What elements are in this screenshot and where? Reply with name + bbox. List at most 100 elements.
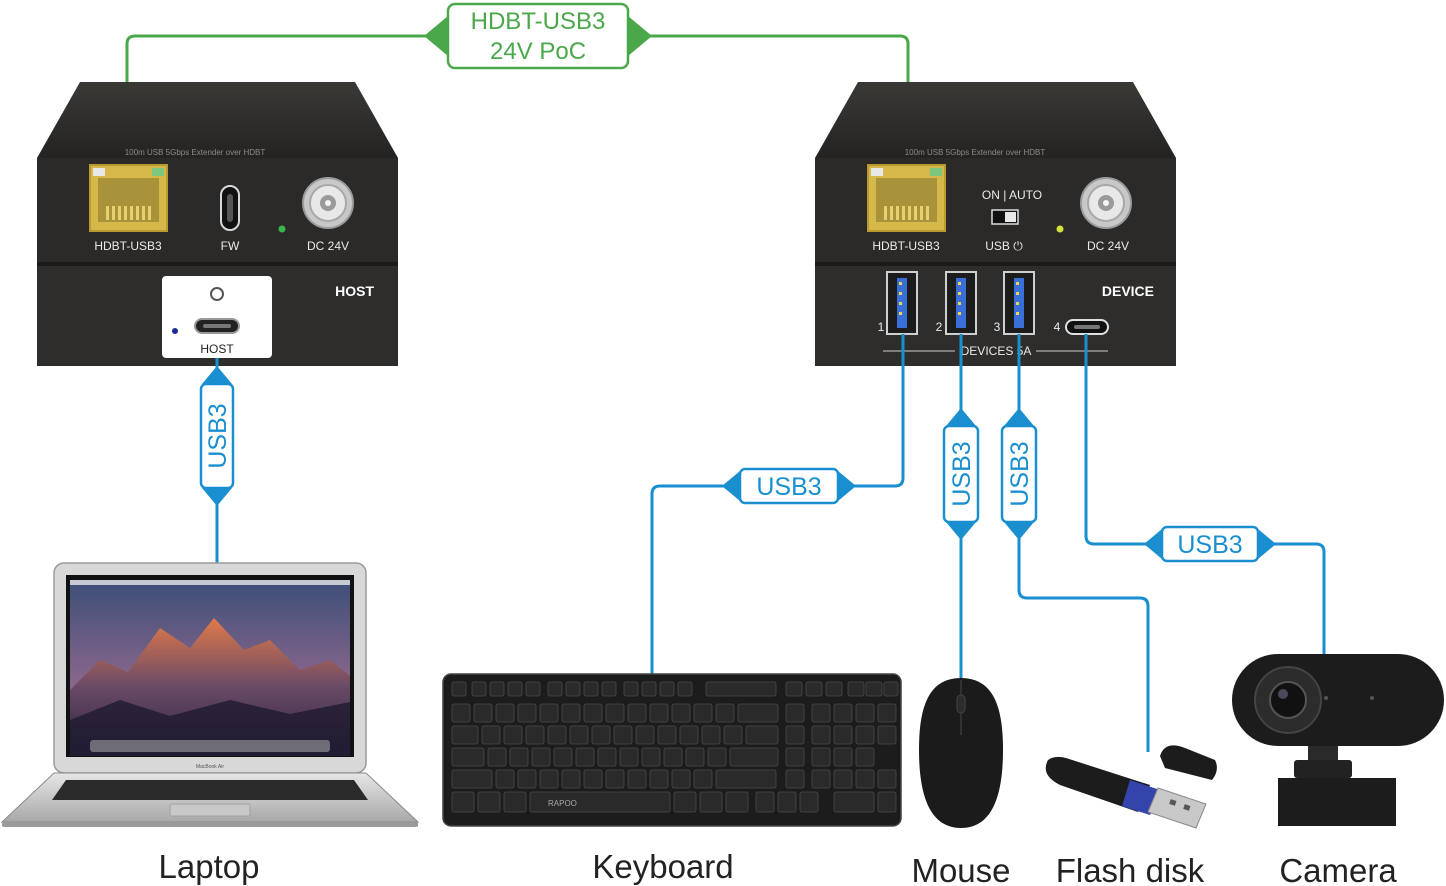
keyboard-key [605, 703, 625, 723]
keyboard-key [671, 769, 691, 789]
keyboard-key [553, 747, 573, 767]
keyboard-key [685, 747, 705, 767]
keyboard-key [777, 791, 797, 813]
keyboard-key [583, 681, 599, 697]
keyboard-key [725, 791, 749, 813]
host-fw-port-label: FW [221, 239, 240, 253]
usb3-tag-laptop-text: USB3 [204, 403, 232, 468]
cable-keyboard [650, 334, 905, 676]
device-usb-port-1[interactable] [886, 271, 918, 335]
keyboard-key [623, 681, 639, 697]
keyboard-key [833, 769, 853, 789]
device-hdbt-port[interactable] [867, 164, 946, 232]
keyboard-key [507, 681, 523, 697]
keyboard-key [569, 725, 589, 745]
keyboard-key [597, 747, 617, 767]
keyboard-key [833, 747, 853, 767]
keyboard-key [811, 725, 831, 745]
device-port-number-2: 2 [936, 320, 943, 334]
keyboard-key [529, 791, 671, 813]
keyboard-key [877, 769, 897, 789]
device-port-number-3: 3 [994, 320, 1001, 334]
keyboard-key [583, 703, 603, 723]
keyboard-key [591, 725, 611, 745]
keyboard-key [671, 703, 691, 723]
usb3-tag-keyboard: USB3 [722, 467, 856, 505]
keyboard-key [745, 725, 779, 745]
device-port-number-1: 1 [878, 320, 885, 334]
usb3-tag-camera-text: USB3 [1177, 531, 1242, 559]
device-usbc-port-4[interactable] [1065, 319, 1109, 335]
keyboard-key [565, 681, 581, 697]
keyboard-key [495, 769, 515, 789]
keyboard-key [619, 747, 639, 767]
keyboard-key [641, 747, 661, 767]
keyboard-key [715, 703, 735, 723]
keyboard-key [539, 769, 559, 789]
keyboard-key [805, 681, 823, 697]
keyboard-key [833, 791, 875, 813]
keyboard-label: Keyboard [592, 848, 733, 885]
laptop-model-text: MacBook Air [196, 764, 224, 770]
flash-disk-image [1045, 745, 1217, 829]
keyboard-key [785, 769, 805, 789]
device-unit-top-text: 100m USB 5Gbps Extender over HDBT [905, 148, 1046, 157]
host-unit: 100m USB 5Gbps Extender over HDBT HDBT-U… [37, 82, 398, 366]
keyboard-key [855, 703, 875, 723]
host-power-led [278, 225, 286, 233]
keyboard-key [495, 703, 515, 723]
keyboard-key [649, 769, 669, 789]
mouse-label: Mouse [911, 852, 1010, 886]
host-dc-port-label: DC 24V [307, 239, 349, 253]
keyboard-key [477, 791, 501, 813]
device-usb-power-label: USB ⏻ [985, 239, 1023, 253]
hdbt-cable-label-line1: HDBT-USB3 [471, 8, 606, 35]
device-usb-port-2[interactable] [945, 271, 977, 335]
camera-label: Camera [1279, 852, 1397, 886]
keyboard-key [517, 703, 537, 723]
keyboard-key [561, 769, 581, 789]
usb3-tag-camera: USB3 [1144, 525, 1276, 563]
laptop-image: MacBook Air [0, 562, 420, 827]
keyboard-key [547, 681, 563, 697]
hdbt-cable-label: HDBT-USB3 24V PoC [424, 2, 652, 70]
host-dc-port[interactable] [302, 177, 354, 229]
keyboard-key [811, 769, 831, 789]
keyboard-key [679, 725, 699, 745]
host-usbc-port-label: HOST [200, 342, 234, 356]
keyboard-key [855, 769, 875, 789]
laptop-label: Laptop [159, 848, 260, 885]
cable-camera [1084, 334, 1326, 654]
keyboard-key [627, 769, 647, 789]
keyboard-key [785, 703, 805, 723]
keyboard-brand: RAPOO [548, 799, 577, 808]
keyboard-key [473, 703, 493, 723]
keyboard-key [663, 747, 683, 767]
keyboard-key [833, 703, 853, 723]
device-hdbt-port-label: HDBT-USB3 [872, 239, 940, 253]
keyboard-key [855, 725, 875, 745]
usb3-tag-keyboard-text: USB3 [756, 473, 821, 501]
keyboard-key [489, 681, 505, 697]
keyboard-key [877, 703, 897, 723]
keyboard-key [715, 769, 777, 789]
keyboard-key [833, 725, 853, 745]
device-usb-port-3[interactable] [1003, 271, 1035, 335]
device-devices-label: DEVICES 5A [961, 344, 1032, 358]
host-usbc-port[interactable] [162, 276, 272, 358]
keyboard-key [877, 791, 897, 813]
device-usb-power-switch[interactable] [991, 209, 1019, 225]
keyboard-key [865, 681, 883, 697]
host-hdbt-port[interactable] [89, 164, 168, 232]
keyboard-key [627, 703, 647, 723]
keyboard-key [451, 769, 493, 789]
keyboard-key [503, 725, 523, 745]
device-unit: 100m USB 5Gbps Extender over HDBT HDBT-U… [815, 82, 1176, 366]
keyboard-key [847, 681, 865, 697]
keyboard-key [825, 681, 843, 697]
keyboard-key [525, 681, 541, 697]
device-dc-port[interactable] [1080, 177, 1132, 229]
keyboard-key [701, 725, 721, 745]
host-fw-port[interactable] [220, 185, 240, 231]
